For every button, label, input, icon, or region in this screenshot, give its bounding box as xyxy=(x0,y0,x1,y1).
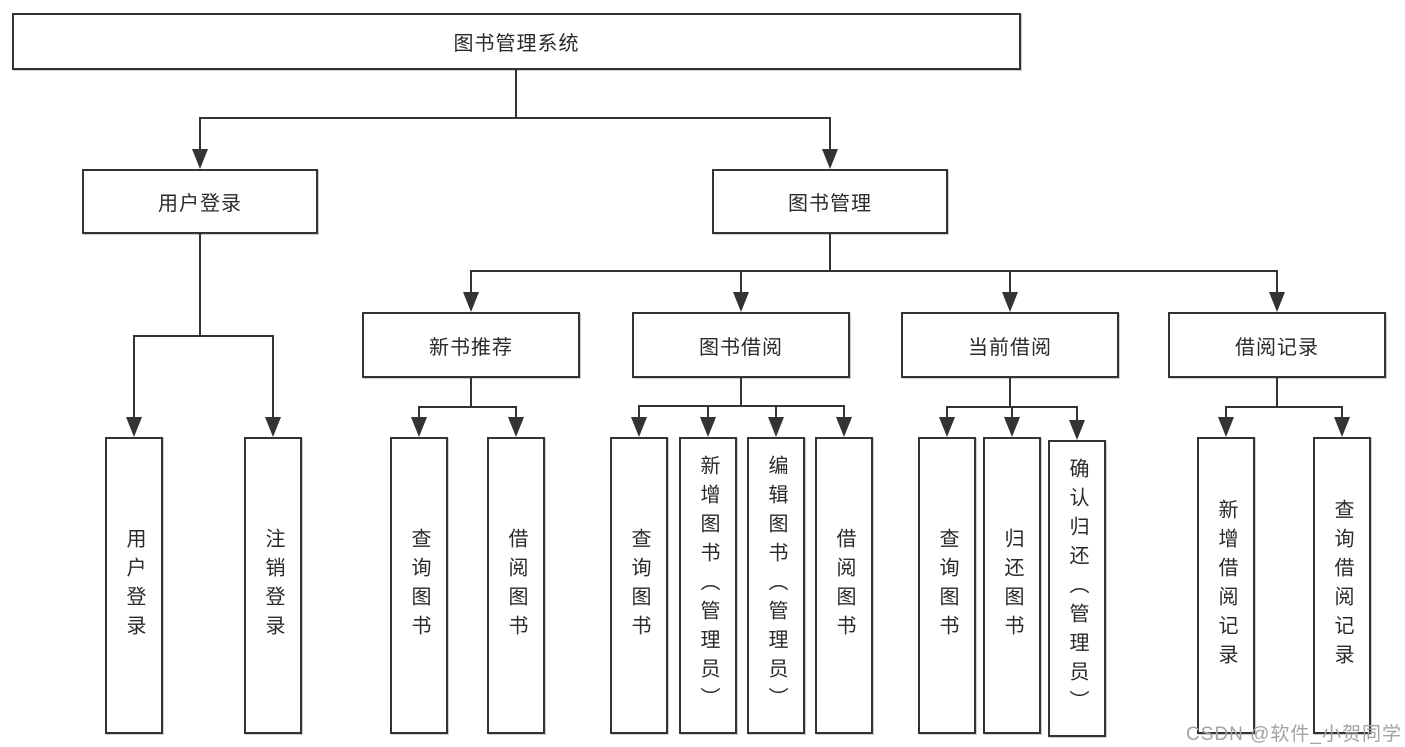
connector-group-split xyxy=(418,406,517,408)
arrowhead xyxy=(508,417,524,437)
arrowhead xyxy=(836,417,852,437)
arrowhead xyxy=(126,417,142,437)
arrowhead xyxy=(631,417,647,437)
arrowhead xyxy=(939,417,955,437)
connector-arrow-line xyxy=(1009,270,1011,296)
connector-group-split xyxy=(638,405,844,407)
connector-group-stem xyxy=(470,378,472,407)
arrowhead xyxy=(1002,292,1018,312)
connector-arrow-line xyxy=(272,335,274,421)
leaf-return-books-label: 归还图书 xyxy=(1001,527,1023,644)
connector-arrow-line xyxy=(133,335,135,421)
node-book-borrowing-label: 图书借阅 xyxy=(699,336,783,359)
node-root: 图书管理系统 xyxy=(12,13,1021,70)
leaf-logout: 注销登录 xyxy=(244,437,302,734)
leaf-query-books-borrowing: 查询图书 xyxy=(610,437,668,734)
connector-arrow-line xyxy=(707,405,709,422)
arrowhead xyxy=(1334,417,1350,437)
arrowhead xyxy=(733,292,749,312)
connector-user-login-split xyxy=(133,335,273,337)
node-root-label: 图书管理系统 xyxy=(453,33,580,55)
connector-arrow-line xyxy=(638,405,640,422)
arrowhead xyxy=(700,417,716,437)
leaf-borrow-books-borrowing-label: 借阅图书 xyxy=(833,527,855,644)
leaf-query-books-recommend-label: 查询图书 xyxy=(408,527,430,644)
arrowhead xyxy=(265,417,281,437)
connector-group-split xyxy=(1225,406,1343,408)
arrowhead xyxy=(1004,417,1020,437)
connector-arrow-line xyxy=(946,406,948,422)
leaf-confirm-return-admin-label: 确认归还（管理员） xyxy=(1066,458,1088,719)
watermark: CSDN @软件_小贺同学 xyxy=(1186,724,1402,745)
connector-arrow-line xyxy=(199,117,201,153)
leaf-borrow-books-recommend-label: 借阅图书 xyxy=(505,527,527,644)
node-new-book-recommend: 新书推荐 xyxy=(362,312,580,378)
arrowhead xyxy=(822,149,838,169)
leaf-query-borrow-record-label: 查询借阅记录 xyxy=(1331,498,1353,673)
leaf-logout-label: 注销登录 xyxy=(262,527,284,644)
arrowhead xyxy=(463,292,479,312)
leaf-add-books-admin: 新增图书（管理员） xyxy=(679,437,737,734)
node-book-management: 图书管理 xyxy=(712,169,948,234)
connector-arrow-line xyxy=(740,270,742,296)
arrowhead xyxy=(768,417,784,437)
node-new-book-recommend-label: 新书推荐 xyxy=(429,336,513,359)
node-book-borrowing: 图书借阅 xyxy=(632,312,850,378)
connector-arrow-line xyxy=(829,117,831,153)
node-user-login: 用户登录 xyxy=(82,169,318,234)
leaf-add-books-admin-label: 新增图书（管理员） xyxy=(697,455,719,716)
arrowhead xyxy=(192,149,208,169)
leaf-edit-books-admin: 编辑图书（管理员） xyxy=(747,437,805,734)
connector-arrow-line xyxy=(418,406,420,422)
arrowhead xyxy=(1218,417,1234,437)
arrowhead xyxy=(1269,292,1285,312)
node-current-borrowing-label: 当前借阅 xyxy=(968,336,1052,359)
node-user-login-label: 用户登录 xyxy=(158,193,242,215)
node-borrowing-records-label: 借阅记录 xyxy=(1235,336,1319,359)
node-borrowing-records: 借阅记录 xyxy=(1168,312,1386,378)
connector-root-stem xyxy=(515,70,517,118)
connector-book-mgmt-stem xyxy=(829,234,831,271)
connector-arrow-line xyxy=(1011,406,1013,422)
connector-arrow-line xyxy=(470,270,472,296)
leaf-borrow-books-borrowing: 借阅图书 xyxy=(815,437,873,734)
connector-arrow-line xyxy=(1276,270,1278,296)
connector-arrow-line xyxy=(1225,406,1227,422)
connector-group-stem xyxy=(740,378,742,406)
leaf-query-borrow-record: 查询借阅记录 xyxy=(1313,437,1371,734)
leaf-edit-books-admin-label: 编辑图书（管理员） xyxy=(765,455,787,716)
leaf-user-login-label: 用户登录 xyxy=(123,527,145,644)
leaf-borrow-books-recommend: 借阅图书 xyxy=(487,437,545,734)
arrowhead xyxy=(1069,420,1085,440)
connector-level3-split xyxy=(470,270,1277,272)
connector-arrow-line xyxy=(775,405,777,422)
connector-level2-split xyxy=(199,117,831,119)
arrowhead xyxy=(411,417,427,437)
connector-arrow-line xyxy=(1076,406,1078,424)
connector-group-stem xyxy=(1276,378,1278,407)
leaf-query-books-recommend: 查询图书 xyxy=(390,437,448,734)
connector-arrow-line xyxy=(1341,406,1343,422)
node-current-borrowing: 当前借阅 xyxy=(901,312,1119,378)
leaf-add-borrow-record-label: 新增借阅记录 xyxy=(1215,498,1237,673)
leaf-query-books-borrowing-label: 查询图书 xyxy=(628,527,650,644)
connector-user-login-stem xyxy=(199,234,201,336)
node-book-management-label: 图书管理 xyxy=(788,193,872,215)
connector-arrow-line xyxy=(515,406,517,422)
connector-group-stem xyxy=(1009,378,1011,407)
leaf-user-login: 用户登录 xyxy=(105,437,163,734)
leaf-return-books: 归还图书 xyxy=(983,437,1041,734)
leaf-add-borrow-record: 新增借阅记录 xyxy=(1197,437,1255,734)
leaf-confirm-return-admin: 确认归还（管理员） xyxy=(1048,440,1106,737)
connector-arrow-line xyxy=(843,405,845,422)
leaf-query-books-current: 查询图书 xyxy=(918,437,976,734)
leaf-query-books-current-label: 查询图书 xyxy=(936,527,958,644)
